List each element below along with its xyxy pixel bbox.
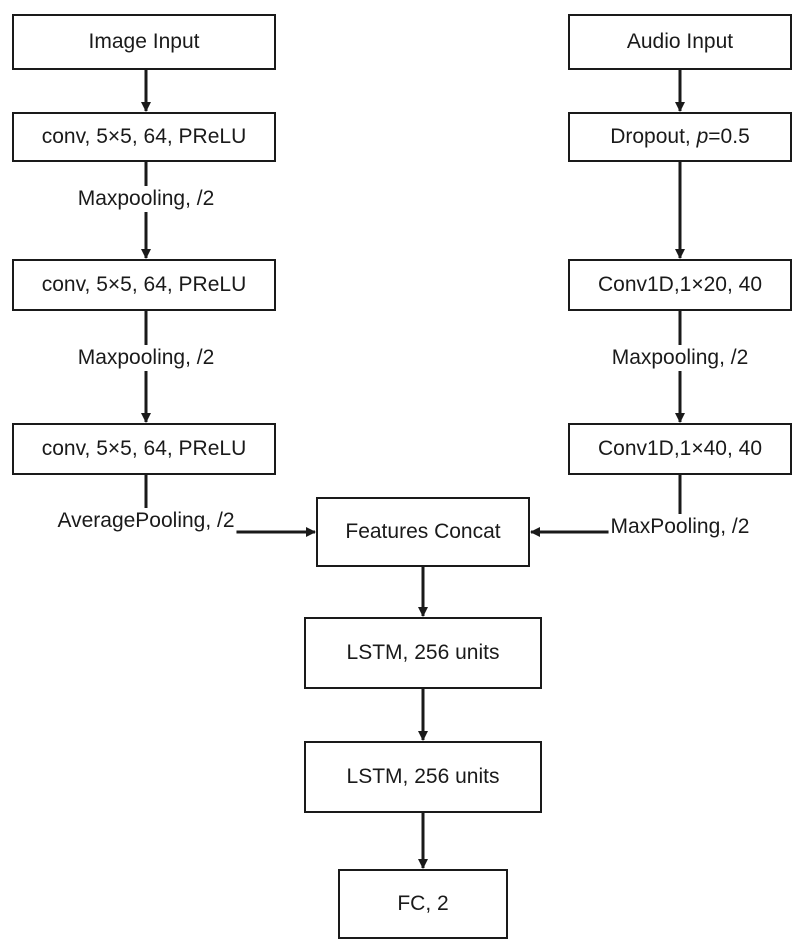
features-concat-label: Features Concat bbox=[345, 520, 501, 543]
audio-pool2-label: MaxPooling, /2 bbox=[608, 514, 752, 540]
image-pool3-label: AveragePooling, /2 bbox=[55, 508, 237, 534]
image-conv1-label: conv, 5×5, 64, PReLU bbox=[41, 125, 247, 148]
image-pool2-label: Maxpooling, /2 bbox=[75, 345, 217, 371]
dropout-prefix: Dropout, bbox=[610, 125, 697, 148]
dropout-label: Dropout, p=0.5 bbox=[610, 125, 750, 149]
image-input-label: Image Input bbox=[88, 30, 200, 53]
fc-box: FC, 2 bbox=[338, 869, 508, 939]
lstm2-box: LSTM, 256 units bbox=[304, 741, 542, 813]
dropout-param: p bbox=[696, 125, 709, 148]
audio-pool1-label: Maxpooling, /2 bbox=[609, 345, 751, 371]
features-concat-box: Features Concat bbox=[316, 497, 530, 567]
dropout-value: =0.5 bbox=[708, 125, 750, 148]
lstm1-label: LSTM, 256 units bbox=[346, 641, 500, 664]
lstm2-label: LSTM, 256 units bbox=[346, 765, 500, 788]
audio-conv1d1-label: Conv1D,1×20, 40 bbox=[597, 273, 763, 296]
audio-input-label: Audio Input bbox=[626, 30, 734, 53]
image-input-box: Image Input bbox=[12, 14, 276, 70]
dropout-box: Dropout, p=0.5 bbox=[568, 112, 792, 162]
image-conv3-label: conv, 5×5, 64, PReLU bbox=[41, 437, 247, 460]
image-conv2-box: conv, 5×5, 64, PReLU bbox=[12, 259, 276, 311]
image-pool1-label: Maxpooling, /2 bbox=[75, 186, 217, 212]
lstm1-box: LSTM, 256 units bbox=[304, 617, 542, 689]
audio-conv1d1-box: Conv1D,1×20, 40 bbox=[568, 259, 792, 311]
audio-conv1d2-box: Conv1D,1×40, 40 bbox=[568, 423, 792, 475]
audio-conv1d2-label: Conv1D,1×40, 40 bbox=[597, 437, 763, 460]
image-conv2-label: conv, 5×5, 64, PReLU bbox=[41, 273, 247, 296]
image-conv3-box: conv, 5×5, 64, PReLU bbox=[12, 423, 276, 475]
image-conv1-box: conv, 5×5, 64, PReLU bbox=[12, 112, 276, 162]
fc-label: FC, 2 bbox=[397, 892, 449, 915]
audio-input-box: Audio Input bbox=[568, 14, 792, 70]
